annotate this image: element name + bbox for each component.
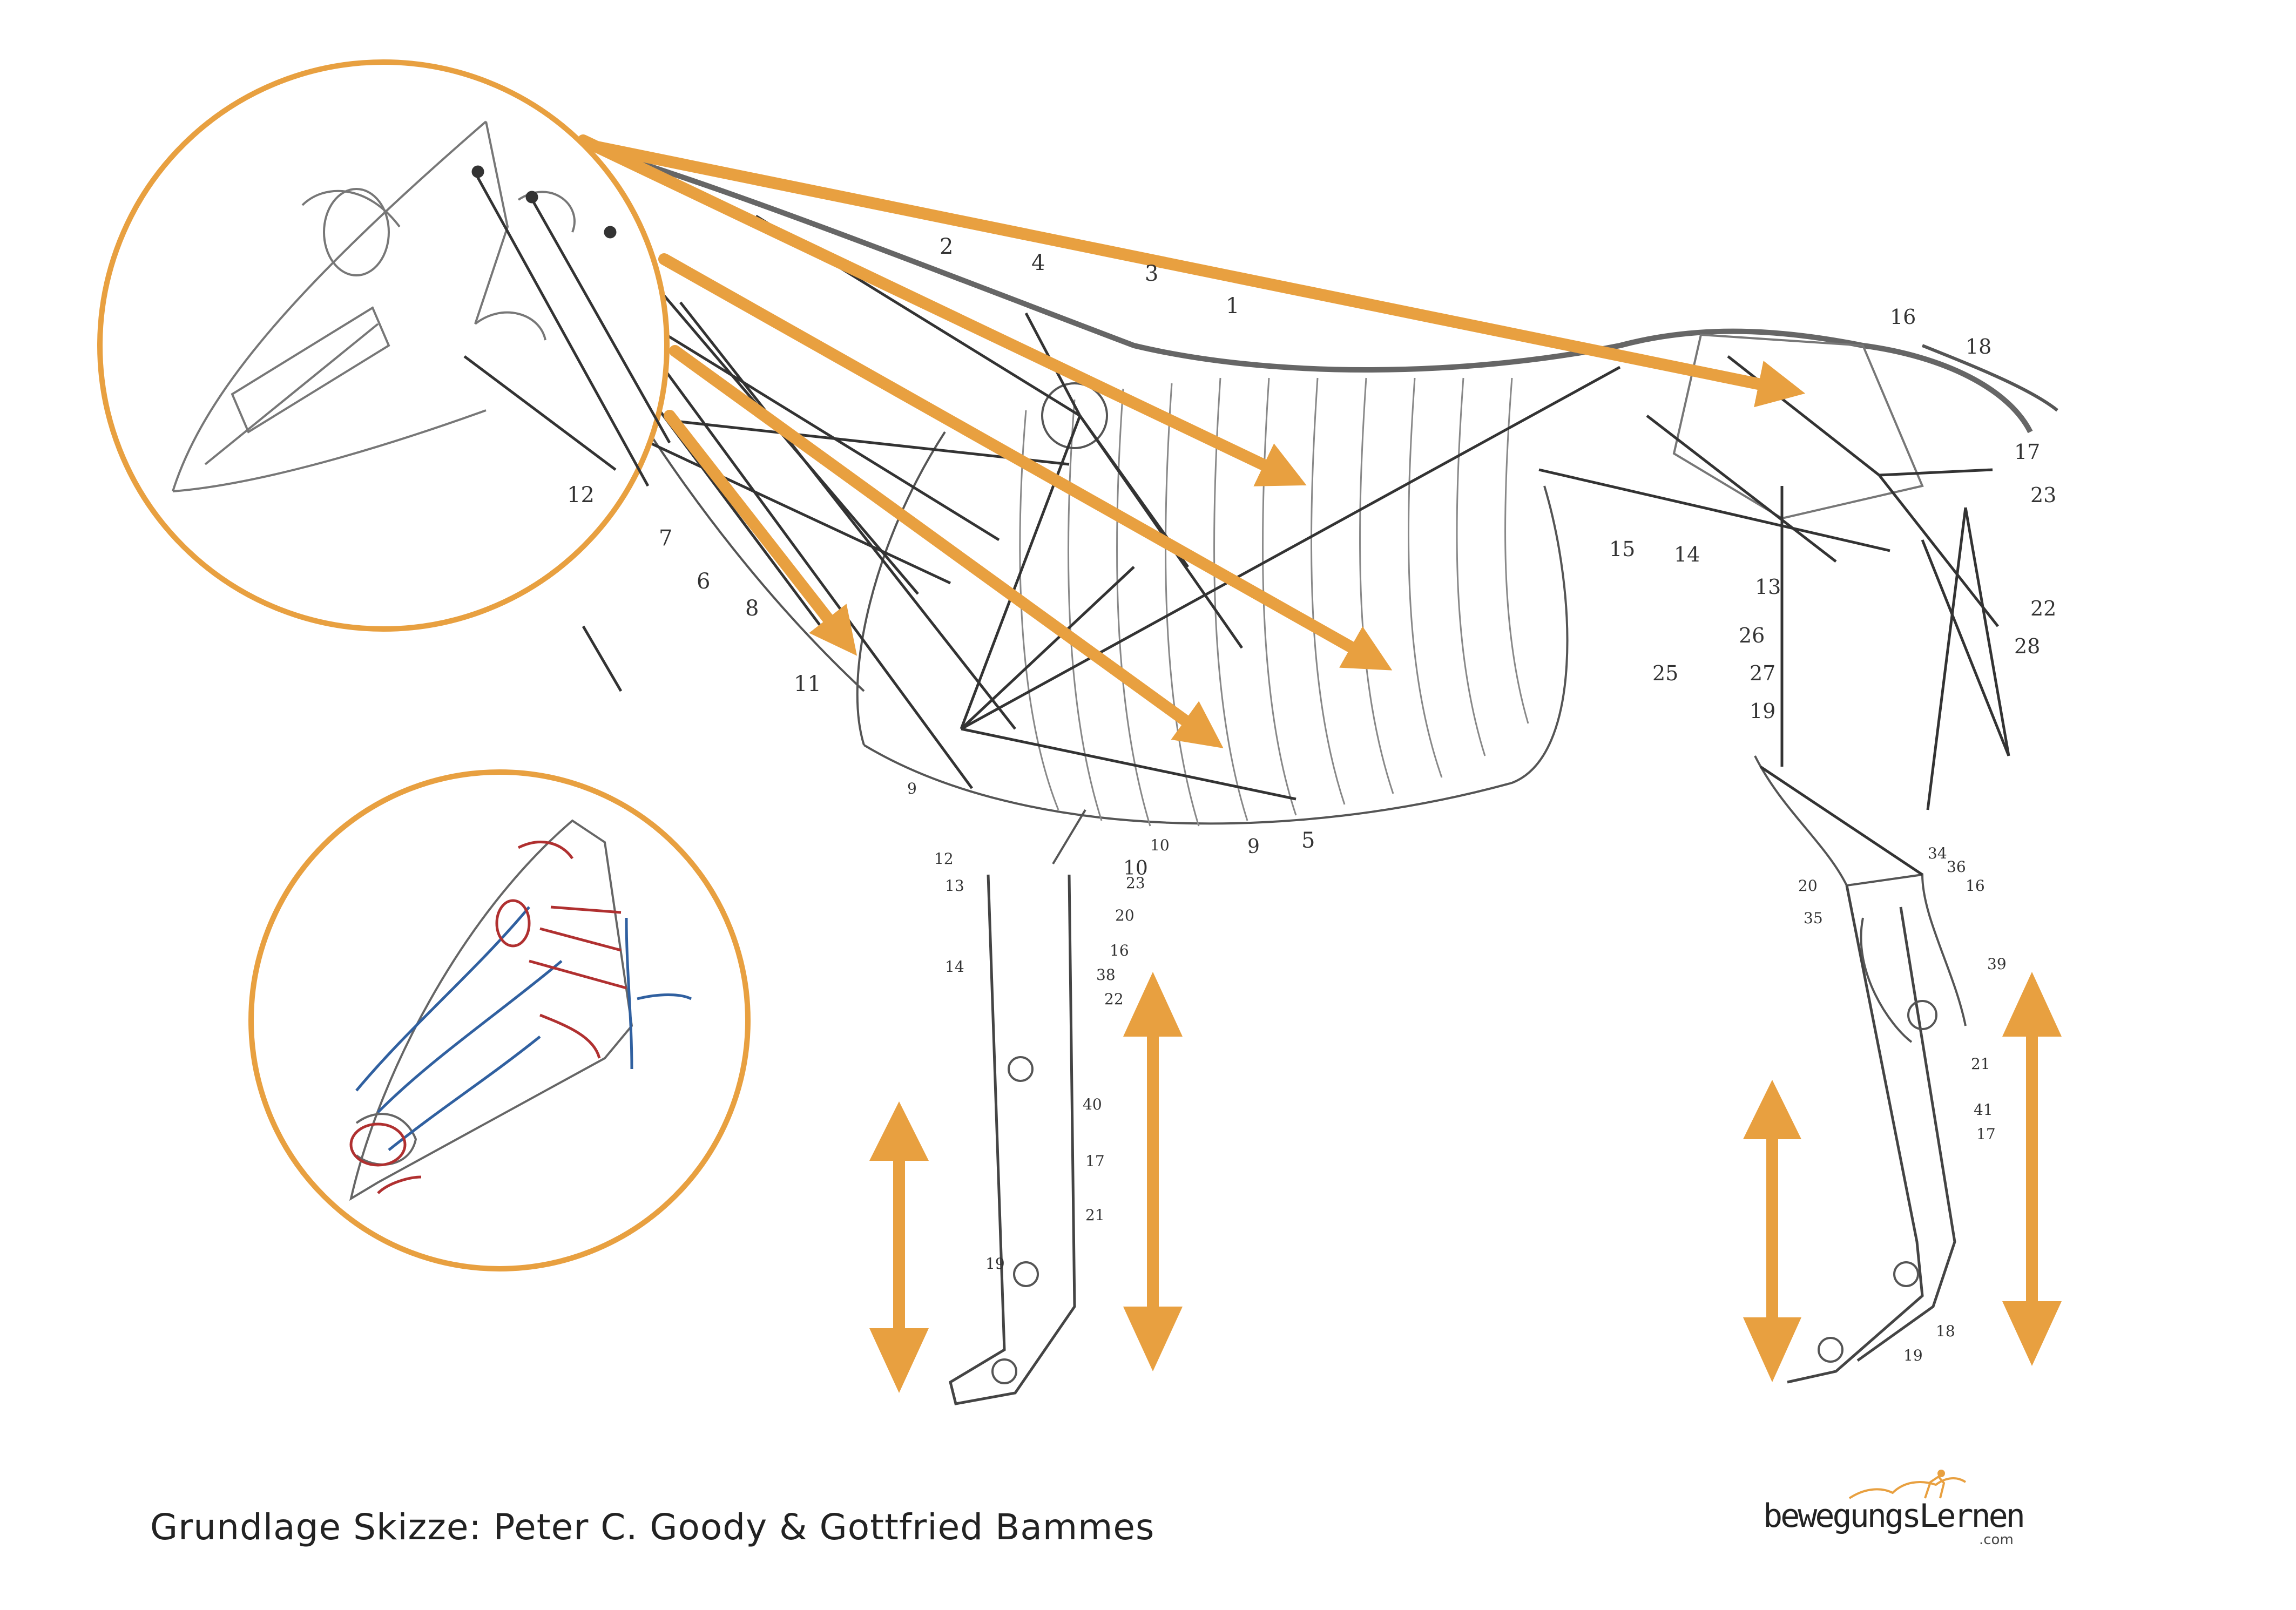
svg-text:41: 41 <box>1974 1101 1993 1119</box>
svg-text:17: 17 <box>2014 440 2040 464</box>
svg-text:39: 39 <box>1987 955 2007 973</box>
diagram-labels: 1 2 3 4 5 6 7 8 9 10 11 12 13 14 15 16 1… <box>567 234 2056 1364</box>
hindleg-arrow-left <box>1743 1080 1801 1382</box>
svg-text:18: 18 <box>1966 335 1991 358</box>
brand-logo: bewegungsLernen .com <box>1763 1466 2025 1552</box>
neck-arrow-1 <box>577 134 1307 486</box>
svg-text:38: 38 <box>1096 966 1116 984</box>
svg-text:19: 19 <box>1750 699 1775 723</box>
topline-arrow <box>480 118 1806 408</box>
svg-text:35: 35 <box>1804 909 1823 927</box>
svg-text:11: 11 <box>794 672 821 696</box>
svg-text:15: 15 <box>1609 537 1635 561</box>
svg-text:21: 21 <box>1085 1206 1105 1224</box>
svg-text:14: 14 <box>1674 543 1700 566</box>
svg-text:22: 22 <box>1104 990 1124 1008</box>
svg-text:8: 8 <box>745 596 759 621</box>
svg-text:17: 17 <box>1976 1125 1996 1143</box>
svg-text:16: 16 <box>1966 877 1985 895</box>
svg-text:6: 6 <box>697 569 710 594</box>
svg-text:19: 19 <box>985 1255 1005 1273</box>
svg-text:18: 18 <box>1936 1322 1955 1340</box>
hindleg-arrow-right <box>2002 972 2062 1366</box>
brand-name: bewegungsLernen <box>1763 1497 2025 1535</box>
foreleg-arrow-right <box>1123 972 1183 1371</box>
svg-text:19: 19 <box>1903 1347 1923 1364</box>
horse-skeleton <box>485 119 2058 1405</box>
neck-arrow-3 <box>669 345 1224 748</box>
svg-text:27: 27 <box>1750 661 1775 685</box>
svg-text:36: 36 <box>1947 858 1966 876</box>
svg-text:17: 17 <box>1085 1152 1105 1170</box>
svg-text:16: 16 <box>1110 942 1129 959</box>
svg-text:20: 20 <box>1115 907 1135 924</box>
svg-text:1: 1 <box>1226 294 1239 319</box>
svg-text:9: 9 <box>1247 836 1260 858</box>
svg-text:10: 10 <box>1123 857 1148 880</box>
source-caption: Grundlage Skizze: Peter C. Goody & Gottf… <box>150 1506 1155 1548</box>
svg-text:22: 22 <box>2030 597 2056 620</box>
svg-text:7: 7 <box>659 526 672 551</box>
foreleg-arrow-left <box>869 1101 929 1393</box>
svg-text:13: 13 <box>1755 575 1781 599</box>
leg-arrows <box>869 972 2062 1393</box>
horse-rider-logo-icon <box>1848 1470 1967 1499</box>
force-arrows <box>480 118 1806 748</box>
muscle-lines <box>463 177 2010 876</box>
svg-text:13: 13 <box>945 877 964 895</box>
svg-text:12: 12 <box>934 850 954 868</box>
svg-text:2: 2 <box>940 234 953 259</box>
head-muscle-circle <box>248 769 751 1271</box>
head-detail-circle <box>97 59 671 632</box>
svg-text:12: 12 <box>567 483 595 508</box>
svg-text:23: 23 <box>2030 483 2056 507</box>
svg-text:26: 26 <box>1739 624 1765 647</box>
svg-text:16: 16 <box>1890 305 1916 329</box>
svg-text:9: 9 <box>907 780 917 797</box>
neck-arrow-2 <box>658 253 1393 671</box>
svg-text:25: 25 <box>1652 661 1678 685</box>
svg-text:40: 40 <box>1083 1095 1102 1113</box>
svg-text:4: 4 <box>1031 251 1045 275</box>
svg-text:10: 10 <box>1150 836 1170 854</box>
svg-text:23: 23 <box>1126 874 1145 892</box>
svg-text:5: 5 <box>1301 828 1315 853</box>
svg-text:14: 14 <box>945 958 964 976</box>
neck-arrow-4 <box>664 410 857 656</box>
svg-text:34: 34 <box>1928 844 1947 862</box>
svg-text:28: 28 <box>2014 634 2040 658</box>
svg-text:20: 20 <box>1798 877 1818 895</box>
brand-suffix: .com <box>1979 1532 2014 1548</box>
svg-text:3: 3 <box>1145 261 1158 286</box>
svg-text:21: 21 <box>1971 1055 1990 1073</box>
